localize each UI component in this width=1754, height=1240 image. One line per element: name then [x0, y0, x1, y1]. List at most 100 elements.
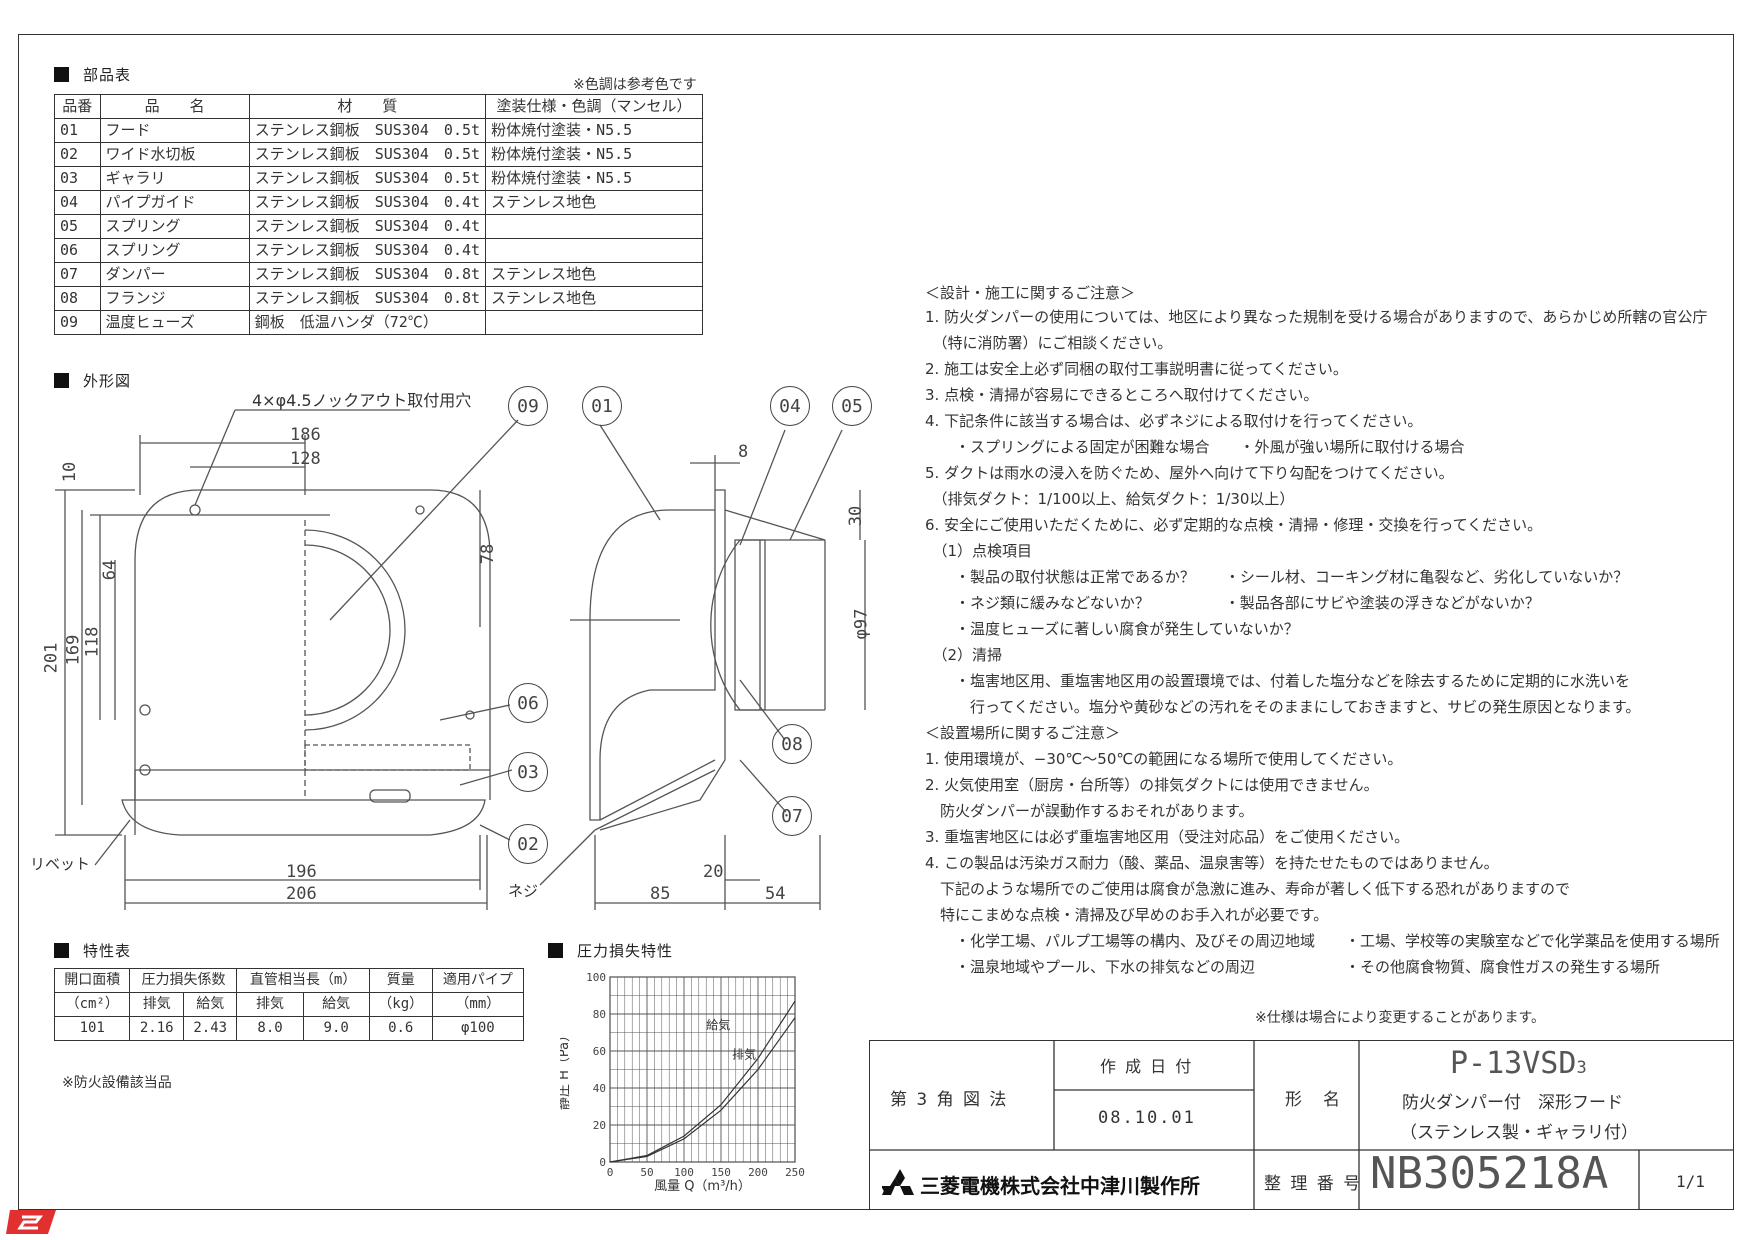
parts-cell: ステンレス鋼板 SUS304 0.5t [248, 118, 487, 143]
specs-title: 特性表 [54, 940, 131, 961]
parts-title-text: 部品表 [83, 66, 132, 84]
chart-series-line [609, 1000, 796, 1163]
spec-h2-2: 給気 [182, 992, 238, 1017]
parts-header-cell: 材 質 [248, 94, 487, 119]
chart-y-tick: 40 [593, 1082, 606, 1095]
parts-cell: 07 [54, 262, 101, 287]
callout-02: 02 [508, 824, 548, 864]
sheet-number: 1/1 [1676, 1172, 1705, 1191]
outline-title: 外形図 [54, 370, 131, 391]
parts-cell: スプリング [99, 238, 250, 263]
parts-header-cell: 品番 [54, 94, 101, 119]
outline-drawing [55, 409, 866, 910]
dim-206: 206 [286, 884, 317, 904]
spec-v-6: φ100 [431, 1016, 525, 1041]
spec-h2-5: （kg） [368, 992, 433, 1017]
spec-h2-3: 排気 [236, 992, 304, 1017]
note-line: 行ってください。塩分や黄砂などの汚れをそのままにしておきますと、サビの発生原因と… [925, 698, 1641, 716]
parts-cell: ステンレス鋼板 SUS304 0.8t [248, 286, 487, 311]
duct-circle-right [304, 544, 391, 716]
chart-x-tick: 250 [785, 1166, 805, 1179]
front-louver [121, 799, 486, 836]
spec-v-2: 2.43 [182, 1016, 238, 1041]
note-line: 6. 安全にご使用いただくために、必ず定期的な点検・清掃・修理・交換を行ってくだ… [925, 516, 1543, 534]
parts-cell: ステンレス鋼板 SUS304 0.4t [248, 214, 487, 239]
note-line: 3. 点検・清掃が容易にできるところへ取付けてください。 [925, 386, 1319, 404]
company-name: 三菱電機株式会社中津川製作所 [920, 1174, 1200, 1198]
chart-y-tick: 80 [593, 1008, 606, 1021]
desc-line-1: 防火ダンパー付 深形フード [1402, 1093, 1623, 1113]
spec-v-1: 2.16 [129, 1016, 184, 1041]
projection-label: 第 3 角 図 法 [890, 1090, 1009, 1110]
note-line: ・塩害地区用、重塩害地区用の設置環境では、付着した塩分などを除去するために定期的… [925, 672, 1631, 690]
parts-cell: 02 [54, 142, 101, 167]
spec-change-note: ※仕様は場合により変更することがあります。 [1255, 1010, 1546, 1026]
design-notes-header: ＜設計・施工に関するご注意＞ [925, 284, 1136, 302]
spec-v-5: 0.6 [368, 1016, 433, 1041]
spec-v-4: 9.0 [302, 1016, 370, 1041]
callout-08: 08 [772, 724, 812, 764]
note-line: ・製品の取付状態は正常であるか？ ・シール材、コーキング材に亀裂など、劣化してい… [925, 568, 1629, 586]
note-line: ＜設置場所に関するご注意＞ [925, 724, 1121, 742]
spec-h2-4: 給気 [302, 992, 370, 1017]
parts-cell: パイプガイド [99, 190, 250, 215]
parts-cell: 鋼板 低温ハンダ（72℃） [248, 310, 487, 335]
chart-y-label: 静圧 H（Pa） [560, 1029, 572, 1110]
model-label: 形 名 [1285, 1090, 1342, 1110]
chart-y-tick: 20 [593, 1119, 606, 1132]
corner-badge-icon [6, 1210, 56, 1234]
section-square-icon [548, 943, 563, 958]
parts-cell [485, 310, 703, 335]
parts-cell: フランジ [99, 286, 250, 311]
note-line: 防火ダンパーが誤動作するおそれがあります。 [925, 802, 1254, 820]
title-block [869, 1040, 1734, 1210]
note-line: 1. 防火ダンパーの使用については、地区により異なった規制を受ける場合があります… [925, 308, 1708, 326]
parts-cell [485, 238, 703, 263]
note-line: （2）清掃 [925, 646, 1003, 664]
company-area: 三菱電機株式会社中津川製作所 [882, 1168, 1242, 1198]
parts-cell: ステンレス鋼板 SUS304 0.5t [248, 166, 487, 191]
note-line: 特にこまめな点検・清掃及び早めのお手入れが必要です。 [925, 906, 1329, 924]
note-line: ・ネジ類に緩みなどないか？ ・製品各部にサビや塗装の浮きなどがないか？ [925, 594, 1540, 612]
section-square-icon [54, 373, 69, 388]
model-number: P-13VSD3 [1450, 1046, 1587, 1081]
chart-x-tick: 50 [640, 1166, 653, 1179]
chart-series-label: 給気 [706, 1017, 730, 1032]
spec-v-0: 101 [53, 1016, 131, 1041]
callout-09: 09 [508, 386, 548, 426]
chart-y-tick: 60 [593, 1045, 606, 1058]
callout-01: 01 [582, 386, 622, 426]
callout-07: 07 [772, 796, 812, 836]
outline-title-text: 外形図 [83, 372, 132, 390]
chart-x-tick: 150 [711, 1166, 731, 1179]
date-value: 08.10.01 [1098, 1108, 1196, 1128]
parts-cell: 粉体焼付塗装・N5.5 [485, 118, 703, 143]
parts-header-row: 品番品 名材 質塗装仕様・色調（マンセル） [54, 94, 703, 119]
note-line: 2. 施工は安全上必ず同梱の取付工事説明書に従ってください。 [925, 360, 1348, 378]
spec-h-area: 開口面積 [53, 968, 131, 993]
section-square-icon [54, 67, 69, 82]
callout-03: 03 [508, 752, 548, 792]
spec-h-pipe: 適用パイプ [431, 968, 525, 993]
note-line: 4. この製品は汚染ガス耐力（酸、薬品、温泉害等）を持たせたものではありません。 [925, 854, 1499, 872]
parts-cell: 01 [54, 118, 101, 143]
dim-8: 8 [738, 442, 749, 462]
spec-v-3: 8.0 [236, 1016, 304, 1041]
note-line: 3. 重塩害地区には必ず重塩害地区用（受注対応品）をご使用ください。 [925, 828, 1410, 846]
knockout-label: 4×φ4.5ノックアウト取付用穴 [252, 391, 472, 410]
section-square-icon [54, 943, 69, 958]
dim-97: φ97 [851, 608, 872, 640]
dim-118: 118 [82, 626, 103, 658]
parts-cell: 09 [54, 310, 101, 335]
chart-x-label: 風量 Q（m³/h） [654, 1179, 751, 1194]
parts-cell: ステンレス鋼板 SUS304 0.5t [248, 142, 487, 167]
note-line: ・スプリングによる固定が困難な場合 ・外風が強い場所に取付ける場合 [925, 438, 1465, 456]
dim-201: 201 [41, 642, 62, 674]
parts-cell: 粉体焼付塗装・N5.5 [485, 166, 703, 191]
chart-series-label: 排気 [732, 1046, 756, 1061]
front-hood-outline [134, 489, 491, 835]
